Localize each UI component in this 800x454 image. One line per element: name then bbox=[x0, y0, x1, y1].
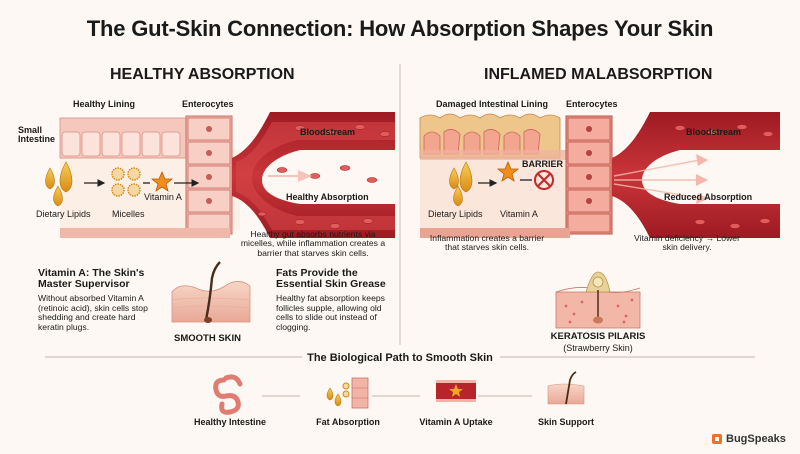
healthy-heading: HEALTHY ABSORPTION bbox=[110, 66, 295, 83]
label-enterocytes: Enterocytes bbox=[182, 99, 234, 109]
fat-absorption-icon bbox=[326, 377, 369, 409]
lipid-drops-icon bbox=[45, 161, 73, 207]
inflamed-caption-left: Inflammation creates a barrier that star… bbox=[429, 233, 545, 253]
lipid-drops-icon bbox=[449, 161, 473, 207]
label-bloodstream: Bloodstream bbox=[300, 127, 356, 137]
inflamed-caption-right: Vitamin deficiency → Lower skin delivery… bbox=[634, 233, 740, 253]
label-smooth-skin: SMOOTH SKIN bbox=[174, 333, 242, 344]
vitamin-a-star-icon bbox=[150, 170, 174, 192]
path-title: The Biological Path to Smooth Skin bbox=[307, 352, 493, 364]
label-healthy-absorption: Healthy Absorption bbox=[286, 192, 369, 202]
intestine-icon bbox=[213, 374, 243, 415]
page-title: The Gut-Skin Connection: How Absorption … bbox=[86, 16, 714, 41]
path-step-healthy-intestine: Healthy Intestine bbox=[193, 417, 267, 427]
label-vitamin-a: Vitamin A bbox=[144, 192, 182, 202]
label-bloodstream-inflamed: Bloodstream bbox=[686, 127, 742, 137]
fats-box-body: Healthy fat absorption keeps follicles s… bbox=[276, 293, 385, 332]
label-vitamin-a-inflamed: Vitamin A bbox=[500, 209, 538, 219]
label-reduced-absorption: Reduced Absorption bbox=[664, 192, 753, 202]
barrier-blocked-icon bbox=[534, 170, 554, 190]
micelles-icon bbox=[111, 167, 141, 197]
path-step-fat-absorption: Fat Absorption bbox=[316, 417, 380, 427]
healthy-intestine-illustration bbox=[45, 112, 395, 238]
label-dietary-lipids-inflamed: Dietary Lipids bbox=[428, 209, 483, 219]
inflamed-heading: INFLAMED MALABSORPTION bbox=[484, 66, 713, 83]
center-caption: Healthy gut absorbs nutrients via micell… bbox=[240, 229, 386, 258]
vitamin-a-star-icon bbox=[496, 160, 520, 182]
keratosis-pilaris-illustration bbox=[555, 271, 641, 329]
fats-box-title: Fats Provide the Essential Skin Grease bbox=[276, 267, 386, 291]
path-step-vitamin-a-uptake: Vitamin A Uptake bbox=[419, 417, 493, 427]
skin-support-icon bbox=[547, 371, 585, 405]
inflamed-intestine-illustration bbox=[419, 112, 780, 238]
path-step-skin-support: Skin Support bbox=[538, 417, 594, 427]
vitamin-box-body: Without absorbed Vitamin A (retinoic aci… bbox=[38, 293, 148, 332]
label-small-intestine: Small Intestine bbox=[18, 125, 56, 145]
label-strawberry-skin: (Strawberry Skin) bbox=[563, 343, 633, 353]
label-damaged-lining: Damaged Intestinal Lining bbox=[436, 99, 549, 109]
label-dietary-lipids: Dietary Lipids bbox=[36, 209, 91, 219]
bugspeaks-logo-icon bbox=[712, 434, 722, 444]
label-enterocytes-inflamed: Enterocytes bbox=[566, 99, 618, 109]
label-keratosis-pilaris: KERATOSIS PILARIS bbox=[550, 331, 646, 342]
label-barrier: BARRIER bbox=[522, 159, 564, 169]
vitamin-box-title: Vitamin A: The Skin's Master Supervisor bbox=[38, 267, 145, 291]
label-micelles: Micelles bbox=[112, 209, 145, 219]
label-healthy-lining: Healthy Lining bbox=[73, 99, 136, 109]
brand-name: BugSpeaks bbox=[726, 433, 786, 445]
smooth-skin-illustration bbox=[171, 261, 251, 323]
vitamin-a-uptake-icon bbox=[436, 380, 476, 402]
